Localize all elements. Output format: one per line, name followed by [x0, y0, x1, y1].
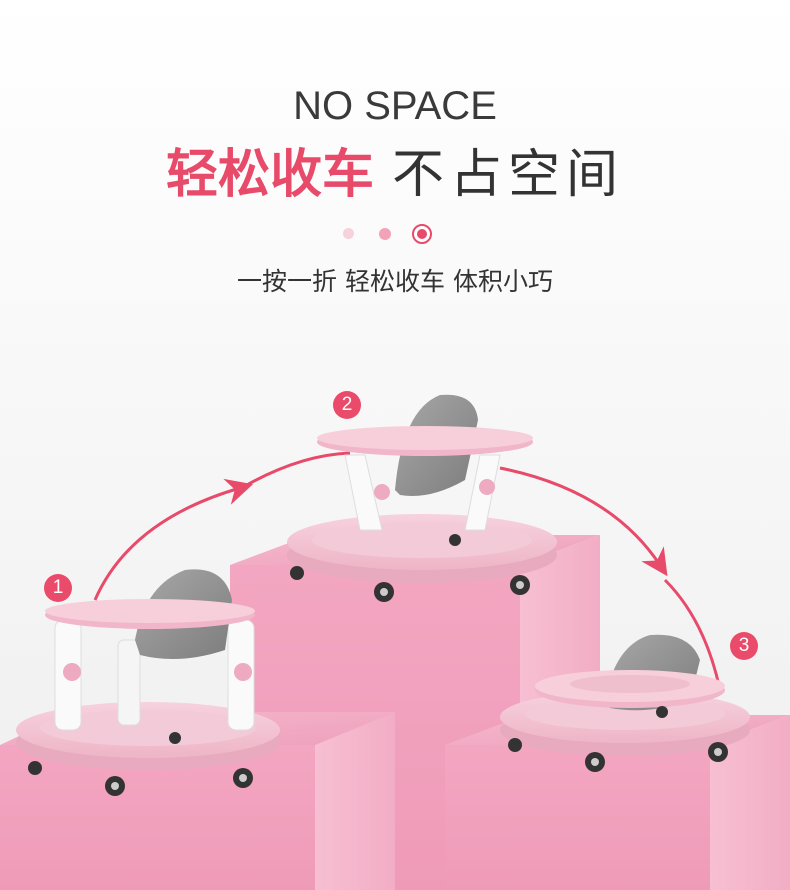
subtitle: 一按一折 轻松收车 体积小巧: [237, 267, 553, 296]
arrow-step-1-curve-icon: [244, 451, 351, 488]
walker-folded: [500, 634, 750, 772]
step-badge-1: 1: [44, 574, 72, 602]
arrow-step-2-to-3-icon: [499, 466, 668, 577]
headline-en: NO SPACE: [293, 84, 497, 128]
headline-cn: 轻松收车不占空间: [0, 140, 790, 210]
dot-ring-center-icon: [417, 229, 427, 239]
headline-cn-plain: 不占空间: [392, 145, 625, 205]
dot-medium-icon: [379, 228, 391, 240]
decorative-dots: [0, 224, 790, 244]
step-badge-2: 2: [333, 391, 361, 419]
arrow-step-3-curve-icon: [663, 578, 722, 691]
dot-light-icon: [343, 228, 354, 239]
headline-cn-accent: 轻松收车: [165, 145, 374, 205]
step-badge-3: 3: [730, 632, 758, 660]
walker-half-folded: [287, 394, 557, 602]
walker-unfolded: [16, 569, 280, 796]
product-illustration: [0, 394, 790, 890]
arrow-step-1-to-2-icon: [93, 478, 253, 601]
